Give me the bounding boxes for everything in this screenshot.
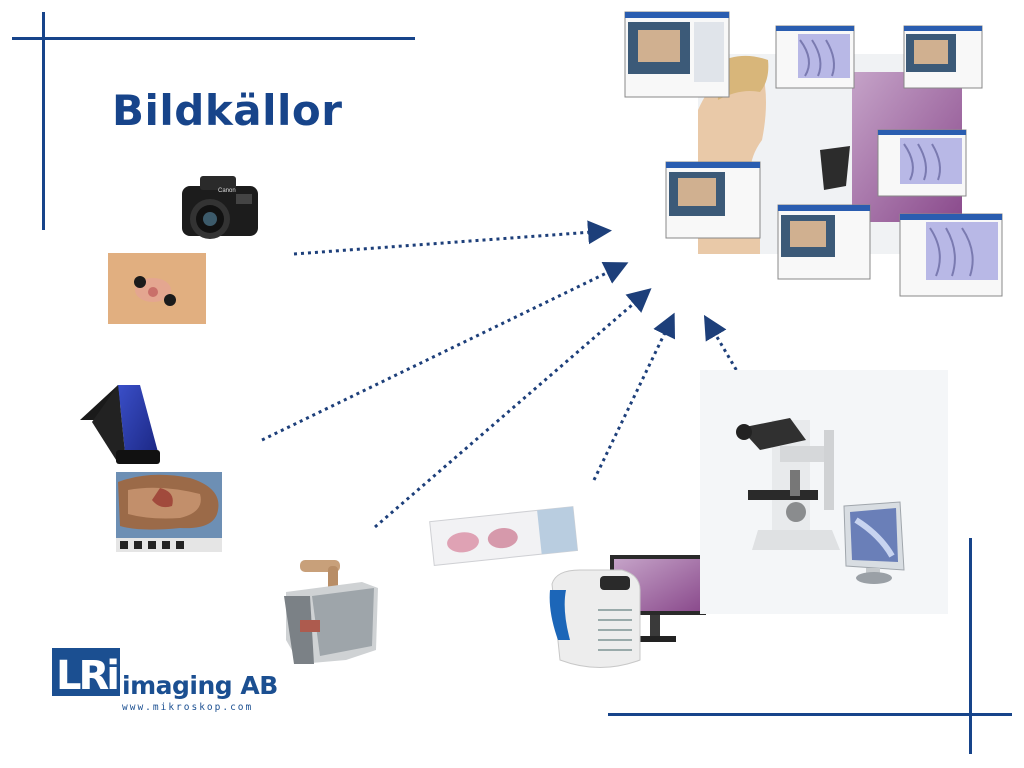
page-title: Bildkällor	[112, 86, 343, 135]
svg-text:LRi: LRi	[56, 653, 117, 699]
svg-text:Canon: Canon	[218, 188, 236, 194]
arrow-camera	[293, 220, 612, 256]
skin-lesion-photo	[108, 253, 206, 324]
slide-scanner-icon	[549, 555, 706, 668]
microscope-icon	[700, 370, 948, 614]
screenshot-thumb-5	[665, 161, 761, 239]
slide-icon	[429, 506, 579, 566]
scanner-icon	[80, 385, 160, 464]
arrow-macro-stand	[374, 288, 652, 529]
frame-line-left	[42, 12, 45, 230]
gross-specimen-photo	[116, 472, 222, 552]
frame-line-right	[969, 538, 972, 754]
screenshot-thumb-2	[775, 25, 855, 89]
arrow-slide-scanner	[592, 312, 676, 481]
brand-url[interactable]: www.mikroskop.com	[122, 702, 254, 713]
brand-logo-icon: LRi	[52, 648, 120, 699]
screenshot-thumb-6	[777, 204, 871, 280]
arrows	[261, 220, 756, 529]
software-screens-icon	[624, 11, 1003, 297]
macro-stand-icon	[284, 548, 378, 664]
screenshot-thumb-7	[899, 213, 1003, 297]
camera-icon: Canon	[182, 176, 258, 239]
brand-name: imaging AB	[122, 671, 278, 700]
arrow-scanner	[261, 262, 629, 442]
frame-line-top	[12, 37, 415, 40]
screenshot-thumb-4	[877, 129, 967, 197]
frame-line-bottom	[608, 713, 1012, 716]
screenshot-thumb-3	[903, 25, 983, 89]
screenshot-thumb-1	[624, 11, 730, 98]
